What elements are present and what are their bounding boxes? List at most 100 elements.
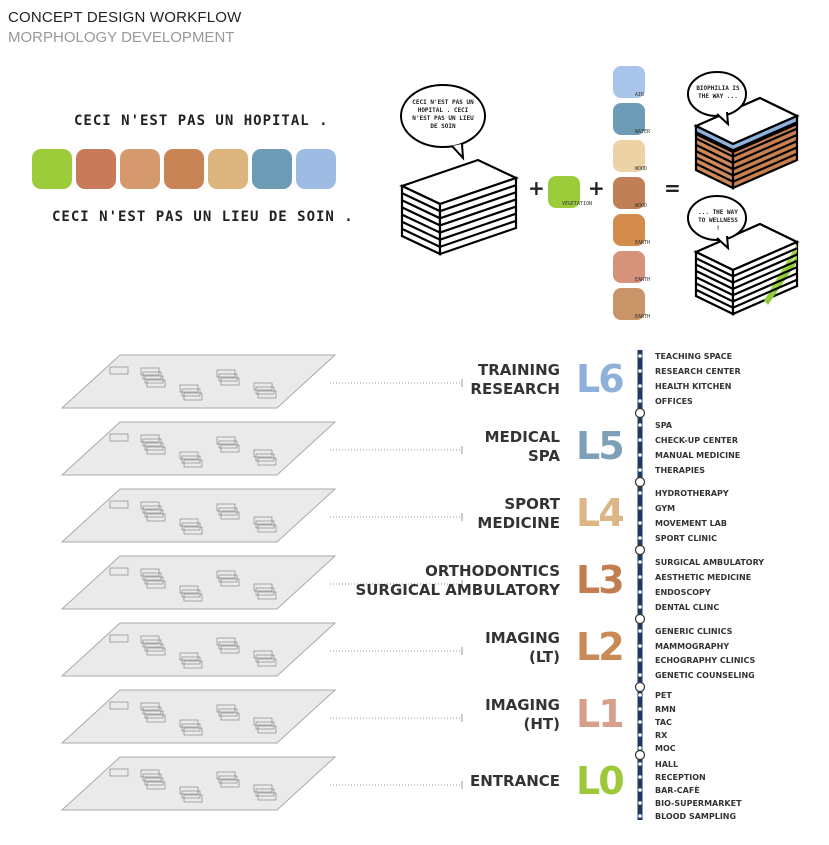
timeline-dot [638, 560, 642, 564]
program-item: AESTHETIC MEDICINE [655, 573, 752, 582]
plan-room [183, 794, 203, 803]
material-swatch-earth [613, 214, 645, 246]
swatch-wood [164, 149, 204, 189]
plan-room [216, 436, 236, 445]
wellness-block-icon [693, 222, 800, 316]
swatch-water [252, 149, 292, 189]
plan-room [140, 501, 160, 510]
floor-plate-l4 [60, 488, 337, 543]
plan-room [146, 647, 166, 656]
equals-sign: = [664, 176, 681, 200]
plan-room [220, 779, 240, 788]
level-name-line: IMAGING [485, 696, 560, 714]
slogan-care: CECI N'EST PAS UN LIEU DE SOIN . [52, 209, 354, 225]
plan-room [181, 723, 201, 732]
plan-room [220, 511, 240, 520]
timeline-dot [638, 673, 642, 677]
plan-room [220, 645, 240, 654]
material-label: EARTH [635, 314, 651, 320]
timeline-dot [638, 644, 642, 648]
timeline-dot [638, 438, 642, 442]
plan-room [144, 643, 164, 652]
level-name-line: (HT) [523, 715, 561, 733]
level-name-line: ENTRANCE [470, 772, 560, 790]
program-item: MAMMOGRAPHY [655, 642, 730, 651]
vegetation-swatch [548, 176, 580, 208]
plan-room [142, 639, 162, 648]
material-label: WOOD [635, 203, 648, 209]
level-code-l4: L4 [576, 491, 625, 535]
material-label: WOOD [635, 166, 648, 172]
program-item: OFFICES [655, 397, 693, 406]
swatch-air [296, 149, 336, 189]
program-item: GENETIC COUNSELING [655, 671, 755, 680]
level-name-line: SPORT [504, 495, 560, 513]
plan-room [179, 518, 199, 527]
timeline-dot [638, 629, 642, 633]
swatch-earth [76, 149, 116, 189]
plan-room [257, 792, 277, 801]
plan-room [183, 392, 203, 401]
program-item: SPORT CLINIC [655, 534, 717, 543]
plan-room [146, 446, 166, 455]
plan-room [142, 505, 162, 514]
program-item: RESEARCH CENTER [655, 367, 741, 376]
material-label: EARTH [635, 277, 651, 283]
timeline-dot [638, 468, 642, 472]
swatch-wood [208, 149, 248, 189]
plan-room [255, 386, 275, 395]
speech-bubble-left-icon [400, 84, 486, 161]
floor-plate-l0 [60, 756, 337, 811]
level-code-l1: L1 [576, 692, 625, 736]
plan-room [220, 712, 240, 721]
plan-room [216, 503, 236, 512]
plan-room [255, 587, 275, 596]
floor-plate-l5 [60, 421, 337, 476]
timeline-dot [638, 521, 642, 525]
level-name-line: IMAGING [485, 629, 560, 647]
plan-room [140, 434, 160, 443]
plan-room [144, 509, 164, 518]
program-item: BIO-SUPERMARKET [655, 799, 742, 808]
plan-room [140, 367, 160, 376]
material-swatch-wood [613, 177, 645, 209]
plan-room [142, 438, 162, 447]
timeline-dot [638, 788, 642, 792]
plan-room [146, 781, 166, 790]
plan-room [218, 574, 238, 583]
plain-block-icon [399, 158, 519, 256]
plan-room [257, 591, 277, 600]
timeline-dot [638, 369, 642, 373]
plan-room [216, 570, 236, 579]
plan-room [218, 708, 238, 717]
program-item: BLOOD SAMPLING [655, 812, 737, 821]
plan-room [142, 706, 162, 715]
timeline-dot [638, 658, 642, 662]
plan-room [183, 593, 203, 602]
program-item: THERAPIES [655, 466, 706, 475]
plan-room [257, 725, 277, 734]
material-swatch-air [613, 66, 645, 98]
plan-room [179, 451, 199, 460]
plan-room [253, 650, 273, 659]
timeline-dot [638, 746, 642, 750]
level-name-line: RESEARCH [470, 380, 560, 398]
level-name-l1: IMAGING(HT) [485, 696, 560, 734]
level-code-l0: L0 [576, 759, 625, 803]
program-item: PET [655, 691, 672, 700]
plan-room [181, 455, 201, 464]
timeline-dot [638, 575, 642, 579]
timeline-dot [638, 762, 642, 766]
plan-room [146, 714, 166, 723]
program-item: MANUAL MEDICINE [655, 451, 741, 460]
level-name-line: (LT) [528, 648, 560, 666]
material-swatch-earth [613, 251, 645, 283]
material-swatch-wood [613, 140, 645, 172]
program-item: RX [655, 731, 668, 740]
plan-room [142, 773, 162, 782]
plan-room [220, 377, 240, 386]
level-separator-node [634, 681, 646, 693]
level-separator-node [634, 544, 646, 556]
